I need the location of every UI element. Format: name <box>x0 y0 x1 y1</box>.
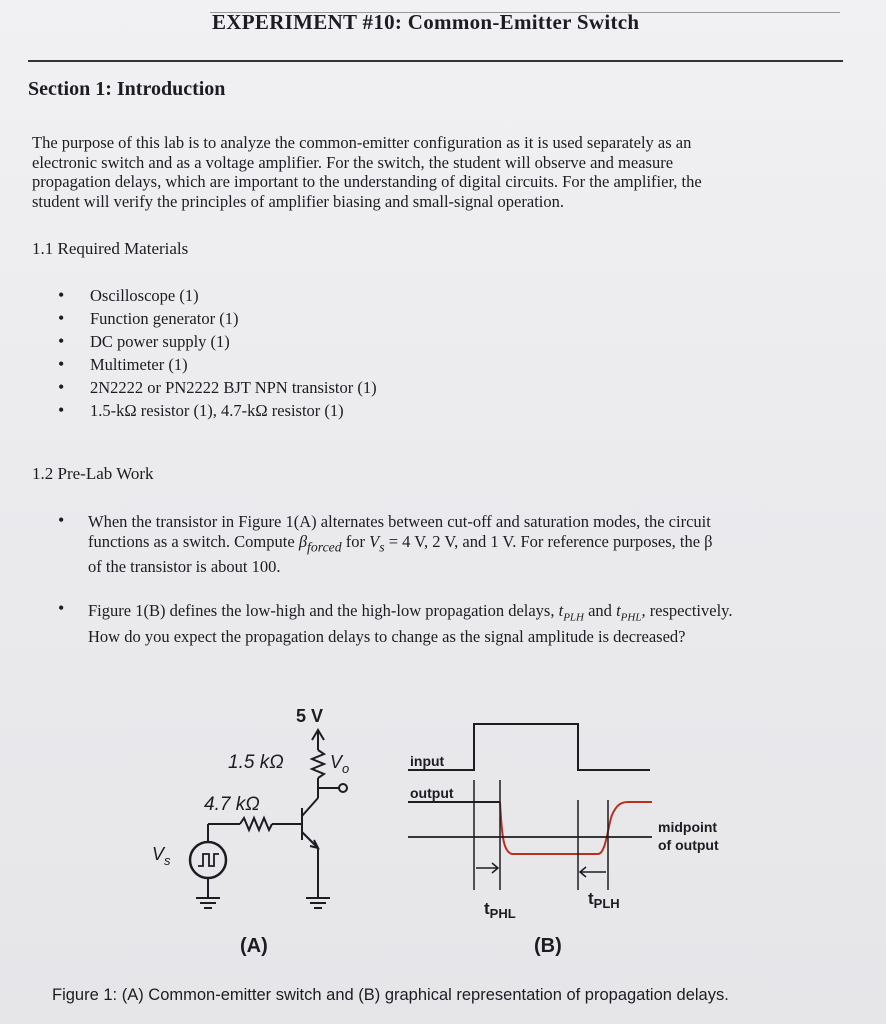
label-b: (B) <box>534 935 562 957</box>
question-line: When the transistor in Figure 1(A) alter… <box>88 512 711 531</box>
output-waveform <box>499 801 652 855</box>
question-line: functions as a switch. Compute βforced f… <box>88 532 838 557</box>
question-text: functions as a switch. Compute <box>88 532 299 551</box>
transistor-emitter <box>301 831 319 849</box>
midpoint-label: of output <box>658 837 719 853</box>
page-title: EXPERIMENT #10: Common-Emitter Switch <box>212 10 640 34</box>
base-resistor-label: 4.7 kΩ <box>204 794 260 815</box>
label-a: (A) <box>240 935 268 957</box>
timing-diagram <box>408 723 652 890</box>
tphl-subscript: PHL <box>620 611 642 624</box>
prelab-question-2: Figure 1(B) defines the low-high and the… <box>88 601 838 647</box>
intro-line: student will verify the principles of am… <box>32 191 564 211</box>
question-line: of the transistor is about 100. <box>88 557 281 577</box>
collector-resistor-label: 1.5 kΩ <box>228 752 284 773</box>
tplh-arrow <box>578 866 606 878</box>
list-item: 2N2222 or PN2222 BJT NPN transistor (1) <box>55 376 377 399</box>
tphl-label: tPHL <box>484 899 516 921</box>
materials-heading: 1.1 Required Materials <box>32 239 189 258</box>
list-item: Oscilloscope (1) <box>55 284 377 307</box>
vs-subscript: s <box>379 539 385 555</box>
materials-list: Oscilloscope (1) Function generator (1) … <box>55 284 377 422</box>
collector-resistor <box>309 749 327 779</box>
prelab-question-1: When the transistor in Figure 1(A) alter… <box>88 512 838 577</box>
pulse-source-icon <box>188 840 228 880</box>
list-item: Multimeter (1) <box>55 353 377 376</box>
question-text: = 4 V, 2 V, and 1 V. <box>384 532 517 551</box>
list-item: 1.5-kΩ resistor (1), 4.7-kΩ resistor (1) <box>55 399 377 422</box>
circuit-labels: 5 V 1.5 kΩ 4.7 kΩ Vo Vs (A) (B) <box>152 706 562 957</box>
output-label: output <box>410 785 454 801</box>
question-text: For reference purposes, the β <box>516 532 713 551</box>
tphl-symbol: t <box>484 899 490 918</box>
intro-line: electronic switch and as a voltage ampli… <box>32 152 674 172</box>
section-title: Section 1: Introduction <box>28 78 226 100</box>
vs-subscript: s <box>164 853 171 868</box>
question-text: for <box>341 532 370 551</box>
prelab-heading: 1.2 Pre-Lab Work <box>32 464 154 483</box>
question-text: and <box>583 601 617 620</box>
transistor-collector <box>301 797 319 817</box>
figure-1: 5 V 1.5 kΩ 4.7 kΩ Vo Vs (A) (B) input ou… <box>152 706 719 957</box>
bullet: • <box>58 510 65 530</box>
midpoint-label: midpoint <box>658 819 717 835</box>
tplh-symbol: t <box>588 889 594 908</box>
base-resistor <box>239 815 273 833</box>
beta-symbol: β <box>298 532 308 551</box>
tplh-symbol: t <box>558 601 564 620</box>
circuit-schematic <box>188 728 348 909</box>
tplh-label: tPLH <box>588 889 620 911</box>
vs-symbol: V <box>152 844 166 864</box>
vo-terminal <box>338 783 348 793</box>
question-line: How do you expect the propagation delays… <box>88 627 686 647</box>
tplh-subscript: PLH <box>594 896 620 911</box>
vo-subscript: o <box>342 761 349 776</box>
supply-label: 5 V <box>296 706 323 726</box>
intro-paragraph: The purpose of this lab is to analyze th… <box>32 133 832 211</box>
tphl-subscript: PHL <box>490 906 516 921</box>
list-item: DC power supply (1) <box>55 330 377 353</box>
vs-symbol: V <box>369 532 380 551</box>
header-rule-top <box>210 12 840 13</box>
vs-label: Vs <box>152 844 171 868</box>
supply-arrow <box>311 728 325 741</box>
timing-labels: input output midpoint of output tPHL tPL… <box>410 753 719 921</box>
question-line: Figure 1(B) defines the low-high and the… <box>88 601 838 627</box>
intro-line: The purpose of this lab is to analyze th… <box>32 133 692 152</box>
header-rule <box>28 60 843 62</box>
beta-subscript: forced <box>307 539 342 555</box>
input-label: input <box>410 753 445 769</box>
input-waveform <box>408 723 650 771</box>
tphl-symbol: t <box>616 601 621 620</box>
tphl-arrow <box>476 862 500 874</box>
question-text: , respectively. <box>641 601 733 620</box>
bullet: • <box>58 598 65 618</box>
vo-label: Vo <box>330 752 349 776</box>
question-text: Figure 1(B) defines the low-high and the… <box>88 601 559 620</box>
pulse-waveform-icon <box>198 853 219 867</box>
intro-line: propagation delays, which are important … <box>32 172 702 191</box>
list-item: Function generator (1) <box>55 307 377 330</box>
tplh-subscript: PLH <box>563 611 584 624</box>
vo-symbol: V <box>330 752 344 772</box>
figure-caption: Figure 1: (A) Common-emitter switch and … <box>52 986 729 1004</box>
